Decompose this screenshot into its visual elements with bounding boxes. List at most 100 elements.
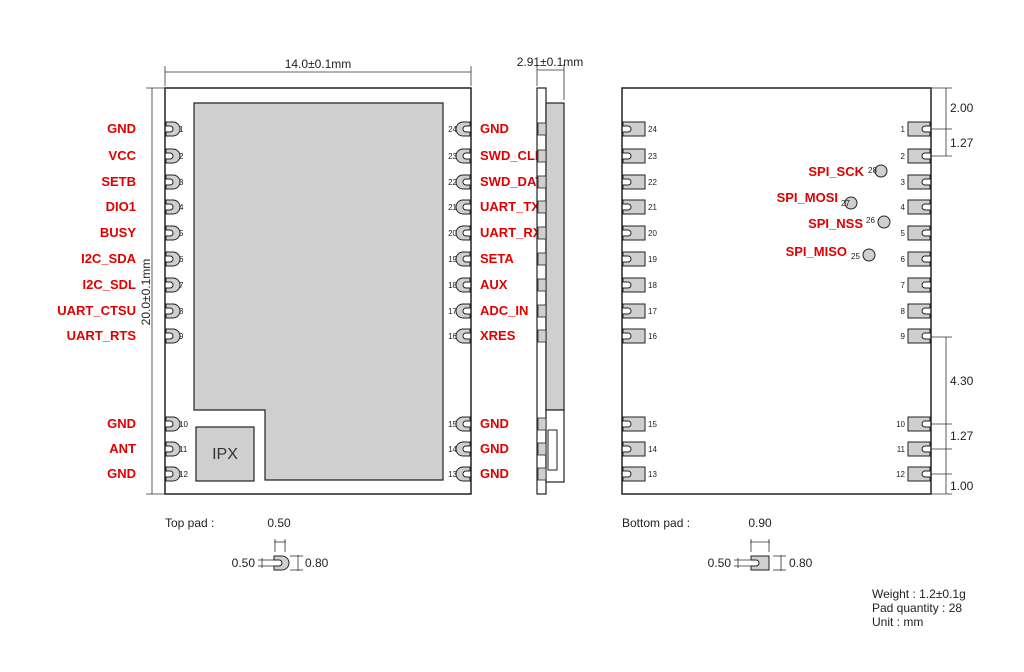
bottom-pin-number: 3 — [901, 178, 906, 187]
top-pad-20 — [455, 225, 471, 241]
bottom-pin-number: 13 — [648, 470, 657, 479]
signal-label-3: SETB — [101, 174, 136, 189]
bottom-pin-number: 20 — [648, 229, 657, 238]
top-pin-number: 15 — [448, 420, 457, 429]
bottom-pad-6 — [907, 251, 931, 267]
top-pad-5 — [165, 225, 181, 241]
top-pin-number: 4 — [179, 203, 184, 212]
side-pad — [537, 329, 547, 343]
side-pad — [537, 226, 547, 240]
top-pad-23 — [455, 148, 471, 164]
bottom-pad-24 — [622, 121, 646, 137]
right-dimensions — [931, 87, 952, 495]
bottom-pin-number: 24 — [648, 125, 657, 134]
width-dim-label: 14.0±0.1mm — [285, 57, 352, 71]
signal-label-18: AUX — [480, 277, 508, 292]
bottom-pad-18 — [622, 277, 646, 293]
top-pad-height: 0.80 — [305, 556, 329, 570]
side-view: 2.91±0.1mm — [517, 55, 583, 495]
bottom-pad-9 — [907, 328, 931, 344]
bottom-pin-number: 1 — [901, 125, 906, 134]
bottom-pin-number: 18 — [648, 281, 657, 290]
top-pin-number: 23 — [448, 152, 457, 161]
top-pin-number: 20 — [448, 229, 457, 238]
bottom-pad-1 — [907, 121, 931, 137]
side-pad — [537, 175, 547, 189]
signal-label-15: GND — [480, 416, 509, 431]
bottom-pin-number: 4 — [901, 203, 906, 212]
top-pad-7 — [165, 277, 181, 293]
top-pad-width: 0.50 — [267, 516, 291, 530]
top-pad-9 — [165, 328, 181, 344]
top-pad-shape — [273, 555, 290, 571]
bottom-pad-17 — [622, 303, 646, 319]
top-pin-number: 6 — [179, 255, 184, 264]
dim-4-30: 4.30 — [950, 374, 974, 388]
bottom-pin-number: 5 — [901, 229, 906, 238]
top-pin-number: 18 — [448, 281, 457, 290]
top-pad-17 — [455, 303, 471, 319]
bottom-pin-number: 17 — [648, 307, 657, 316]
bottom-pad-3 — [907, 174, 931, 190]
signal-label-1: GND — [107, 121, 136, 136]
bottom-pad-13 — [622, 466, 646, 482]
top-view: 14.0±0.1mm 20.0±0.1mm IPX 12345678910111… — [57, 57, 552, 495]
top-pin-number: 12 — [179, 470, 188, 479]
bottom-pin-number: 2 — [901, 152, 906, 161]
side-pad — [537, 278, 547, 292]
top-pad-16 — [455, 328, 471, 344]
top-pad-left: 0.50 — [232, 556, 256, 570]
top-pad-title: Top pad : — [165, 516, 214, 530]
bottom-pin-number: 19 — [648, 255, 657, 264]
signal-label-8: UART_CTSU — [57, 303, 136, 318]
side-pad — [537, 442, 547, 456]
bottom-pin-number: 9 — [901, 332, 906, 341]
top-pin-number: 11 — [179, 445, 188, 454]
spi-label-26: SPI_NSS — [808, 216, 863, 231]
top-pin-number: 13 — [448, 470, 457, 479]
signal-label-20: UART_RX — [480, 225, 542, 240]
top-pin-number: 16 — [448, 332, 457, 341]
side-pad — [537, 149, 547, 163]
notes: Weight : 1.2±0.1g Pad quantity : 28 Unit… — [872, 587, 966, 629]
bottom-pad-8 — [907, 303, 931, 319]
bottom-pad-width: 0.90 — [748, 516, 772, 530]
top-pad-11 — [165, 441, 181, 457]
bottom-pad-4 — [907, 199, 931, 215]
top-pin-number: 8 — [179, 307, 184, 316]
dim-2-00: 2.00 — [950, 101, 974, 115]
bottom-pin-number: 12 — [896, 470, 905, 479]
bottom-pad-left: 0.50 — [708, 556, 732, 570]
top-pin-number: 5 — [179, 229, 184, 238]
note-pad-quantity: Pad quantity : 28 — [872, 601, 962, 615]
top-pin-number: 17 — [448, 307, 457, 316]
bottom-pad-15 — [622, 416, 646, 432]
top-pin-number: 22 — [448, 178, 457, 187]
ipx-connector — [195, 426, 255, 482]
dim-1-27-top: 1.27 — [950, 136, 974, 150]
top-pin-number: 21 — [448, 203, 457, 212]
top-pin-number: 2 — [179, 152, 184, 161]
bottom-pad-2 — [907, 148, 931, 164]
signal-label-10: GND — [107, 416, 136, 431]
top-pin-number: 9 — [179, 332, 184, 341]
top-pin-number: 3 — [179, 178, 184, 187]
bottom-pin-number: 8 — [901, 307, 906, 316]
dim-1-00: 1.00 — [950, 479, 974, 493]
note-weight: Weight : 1.2±0.1g — [872, 587, 966, 601]
dim-1-27-bottom: 1.27 — [950, 429, 974, 443]
top-pad-10 — [165, 416, 181, 432]
bottom-pin-number: 16 — [648, 332, 657, 341]
bottom-pin-number: 10 — [896, 420, 905, 429]
signal-label-9: UART_RTS — [67, 328, 137, 343]
spi-label-25: SPI_MISO — [786, 244, 847, 259]
bottom-pad-detail: Bottom pad : 0.90 0.50 0.80 — [622, 516, 813, 571]
spi-label-27: SPI_MOSI — [777, 190, 838, 205]
top-pad-3 — [165, 174, 181, 190]
bottom-pad-19 — [622, 251, 646, 267]
